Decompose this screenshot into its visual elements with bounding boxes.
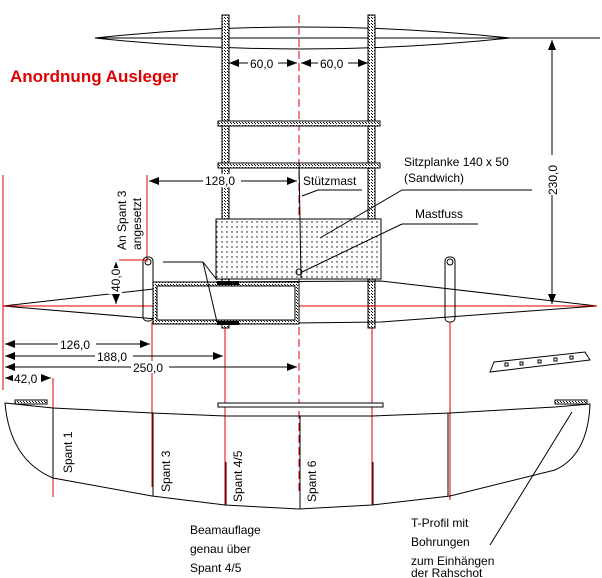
support-mast xyxy=(298,162,302,279)
spant-label: Spant 6 xyxy=(305,460,319,502)
label-stuetzmast: Stützmast xyxy=(303,174,357,188)
dim-label: 42,0 xyxy=(14,372,38,386)
dim-label: 40,0 xyxy=(109,268,123,292)
main-hull-plan xyxy=(2,280,598,325)
note-tprofil: zum Einhängen xyxy=(411,554,494,568)
dim-label: 250,0 xyxy=(133,361,163,375)
note-beamauflage: genau über xyxy=(190,542,251,556)
spant-label: Spant 3 xyxy=(159,450,173,492)
spant-label: Spant 1 xyxy=(61,431,75,473)
t-profile-detail xyxy=(489,351,591,373)
pylon-left xyxy=(142,256,154,322)
dim-label: 60,0 xyxy=(320,57,344,71)
t-profile-front xyxy=(14,399,48,405)
note-tprofil: Bohrungen xyxy=(411,535,470,549)
note-tprofil: T-Profil mit xyxy=(411,516,469,530)
label-an-spant: An Spant 3 xyxy=(115,190,129,250)
t-profile-holes xyxy=(504,355,574,367)
dim-label: 188,0 xyxy=(97,350,127,364)
seat-plank xyxy=(215,218,382,280)
note-tprofil: der Rahschot xyxy=(411,566,483,578)
note-beamauflage: Spant 4/5 xyxy=(190,561,242,575)
label-sitzplanke-sub: (Sandwich) xyxy=(404,171,464,185)
beam-support xyxy=(217,402,384,408)
spant-label: Spant 4/5 xyxy=(231,450,245,502)
leader-tprofil xyxy=(489,411,573,546)
crossbar-1 xyxy=(217,120,381,127)
dim-label: 230,0 xyxy=(546,165,560,195)
diagram-title: Anordnung Ausleger xyxy=(10,67,179,86)
t-profile-rear xyxy=(554,399,588,405)
label-sitzplanke: Sitzplanke 140 x 50 xyxy=(404,155,509,169)
dim-label: 126,0 xyxy=(60,338,90,352)
label-angesetzt: angesetzt xyxy=(130,197,144,250)
dim-label: 128,0 xyxy=(205,174,235,188)
note-beamauflage: Beamauflage xyxy=(190,523,261,537)
side-hull xyxy=(4,402,591,510)
dim-label: 60,0 xyxy=(250,57,274,71)
label-mastfuss: Mastfuss xyxy=(415,207,463,221)
